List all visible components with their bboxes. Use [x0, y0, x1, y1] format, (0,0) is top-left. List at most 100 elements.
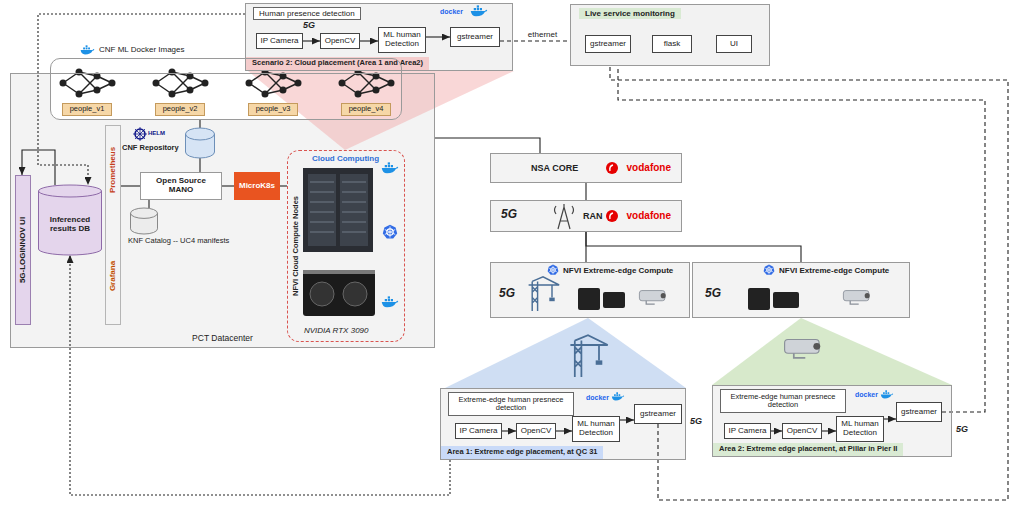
connector	[303, 40, 320, 41]
cloud-compute-region: Cloud ComputingNFVI Cloud Compute NodesN…	[287, 150, 405, 342]
illustration-part	[308, 174, 336, 246]
network-badge: 5G	[705, 287, 721, 301]
docker-icon	[612, 392, 624, 400]
connector	[610, 53, 1008, 500]
node-label: OpenCV	[521, 426, 552, 435]
panel-heading: Live service monitoring	[579, 8, 681, 19]
crane-icon	[570, 335, 607, 377]
connector	[38, 14, 245, 185]
vodafone-logo	[606, 162, 618, 222]
image-tag: people_v4	[341, 103, 391, 116]
node-label: Open Source MANO	[144, 177, 218, 195]
docker-icon	[471, 5, 488, 16]
vertical-label: 5G-LOGINNOV UI	[18, 217, 27, 283]
monitoring-bar: PrometheusGrafana	[105, 125, 121, 325]
cylinder-rim	[186, 134, 215, 140]
logo-wordmark: docker	[440, 8, 463, 16]
ran-ground	[490, 200, 682, 232]
edge-label: ethernet	[526, 30, 559, 39]
edge-compute-box: NFVI Extreme-edge Compute5G	[692, 262, 910, 318]
illustration-part	[748, 288, 770, 310]
illustration-part	[603, 292, 625, 308]
box-title: NFVI Extreme-edge Compute	[563, 266, 673, 275]
illustration-part	[303, 270, 375, 316]
node-label: ML human Detection	[840, 420, 880, 438]
process-box: ML human Detection	[836, 416, 884, 442]
network-badge: 5G	[303, 20, 315, 30]
node-label: IP Camera	[728, 426, 766, 435]
area-beam	[712, 318, 952, 385]
area-panel: Area 2: Extreme edge placement, at Pilla…	[712, 385, 952, 457]
connector	[620, 419, 634, 420]
monitoring-panel: Live service monitoring gstreamer flask UI	[570, 4, 770, 66]
process-box: gstreamer	[585, 35, 631, 53]
network-badge: 5G	[956, 424, 968, 434]
cylinder-outline	[185, 128, 215, 158]
node-label: MicroK8s	[239, 181, 275, 190]
illustration-part	[555, 206, 574, 214]
node-label: UI	[730, 39, 738, 48]
area-ground	[712, 385, 952, 457]
network-badge: 5G	[501, 208, 517, 222]
core-ground	[490, 153, 682, 183]
connector	[618, 53, 985, 412]
process-box: IP Camera	[724, 423, 771, 439]
box-title: NSA CORE	[531, 163, 578, 173]
panel-heading: Human presence detection	[253, 7, 361, 20]
server-rack-photo	[303, 168, 373, 252]
process-box: UI	[716, 35, 752, 53]
region-title: PCT Datacenter	[192, 334, 253, 344]
camera-icon	[639, 291, 665, 305]
node-label: Extreme-edge human presnece detection	[724, 393, 842, 410]
cylinder-body	[131, 208, 158, 234]
kubernetes-icon	[548, 265, 559, 275]
connector	[199, 120, 200, 128]
core-network-box: NSA COREvodafone	[490, 153, 682, 183]
radio-network-box: 5GRANvodafone	[490, 200, 682, 232]
docker-icon	[382, 296, 399, 307]
crane-icon	[529, 277, 560, 311]
kubernetes-icon	[383, 225, 397, 239]
node-label: Extreme-edge human presnece detection	[452, 396, 570, 413]
node-label: OpenCV	[787, 426, 818, 435]
illustration-part	[340, 174, 368, 246]
edge-ground	[692, 262, 910, 318]
illustration-part	[610, 165, 613, 171]
illustration-part	[303, 168, 373, 252]
catalog-cylinder: KNF Catalog -- UC4 manifests	[130, 208, 158, 234]
edge-compute-box: NFVI Extreme-edge Compute 5G	[490, 262, 690, 318]
orchestrator-box: Open Source MANO	[140, 172, 222, 200]
connector	[822, 430, 836, 431]
docker-icon	[81, 45, 95, 54]
cylinder-label: CNF Repository	[122, 144, 179, 153]
connector	[121, 185, 140, 186]
node-label: flask	[664, 39, 680, 48]
illustration-part	[558, 204, 570, 229]
illustration-part	[610, 213, 613, 219]
connector	[556, 430, 572, 431]
connector	[771, 430, 782, 431]
illustration-part	[310, 282, 334, 306]
area-band: Area 1: Extreme edge placement, at QC 31	[441, 446, 603, 459]
connector	[360, 40, 378, 41]
cylinder-rim	[39, 191, 102, 197]
process-box: OpenCV	[516, 423, 556, 439]
connector	[502, 430, 516, 431]
docker-icon	[881, 390, 893, 398]
process-box: OpenCV	[782, 423, 822, 439]
network-badge: 5G	[499, 287, 515, 301]
illustration-part	[133, 127, 147, 141]
node-label: IP Camera	[260, 36, 298, 45]
antenna-icon	[555, 204, 574, 229]
connector	[280, 185, 287, 186]
node-label: ML human Detection	[576, 420, 616, 438]
image-tag: people_v2	[155, 103, 205, 116]
helm-icon	[133, 127, 147, 141]
process-box: gstreamer	[634, 404, 682, 424]
edge-device-icons	[578, 288, 799, 310]
gpu-photo	[303, 270, 375, 316]
area-band: Area 2: Extreme edge placement, at Pilla…	[713, 443, 903, 456]
edge-ground	[490, 262, 690, 318]
node-label: IP Camera	[459, 426, 497, 435]
area-ground	[440, 388, 686, 460]
